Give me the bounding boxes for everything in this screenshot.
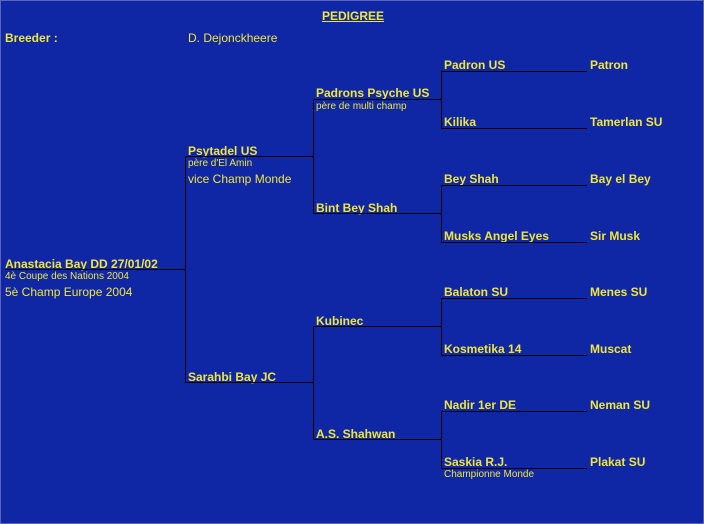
ggp-8-note: Championne Monde bbox=[444, 469, 535, 480]
ggp-2-underline bbox=[441, 128, 587, 129]
subject-note-1: 4è Coupe des Nations 2004 bbox=[5, 271, 129, 282]
subject-underline bbox=[5, 269, 185, 270]
ggp-2: Kilika bbox=[444, 115, 477, 129]
dam-sire-name: Kubinec bbox=[316, 314, 364, 328]
ggp-6: Kosmetika 14 bbox=[444, 342, 522, 356]
dam-underline bbox=[185, 382, 313, 383]
gen5-8: Plakat SU bbox=[590, 455, 646, 469]
ggp-7-underline bbox=[441, 411, 587, 412]
gen5-6: Muscat bbox=[590, 342, 632, 356]
gp1-bracket bbox=[441, 71, 442, 128]
gen5-2: Tamerlan SU bbox=[590, 115, 663, 129]
dam-dam-name: A.S. Shahwan bbox=[316, 427, 396, 441]
ggp-4: Musks Angel Eyes bbox=[444, 229, 549, 243]
sire-bracket bbox=[313, 99, 314, 214]
ggp-5: Balaton SU bbox=[444, 285, 509, 299]
gen5-3: Bay el Bey bbox=[590, 172, 651, 186]
gp2-bracket bbox=[441, 185, 442, 242]
ggp-8-underline bbox=[441, 468, 587, 469]
sire-underline bbox=[185, 156, 313, 157]
ggp-4-underline bbox=[441, 242, 587, 243]
gen1-bracket bbox=[185, 156, 186, 383]
sire-sire-note: père de multi champ bbox=[316, 101, 407, 112]
ggp-1: Padron US bbox=[444, 58, 506, 72]
sire-name: Psytadel US bbox=[188, 144, 258, 158]
sire-sire-name: Padrons Psyche US bbox=[316, 86, 430, 100]
ggp-8: Saskia R.J. bbox=[444, 455, 508, 469]
dam-bracket bbox=[313, 326, 314, 440]
dam-name: Sarahbi Bay JC bbox=[188, 370, 277, 384]
breeder-label: Breeder : bbox=[5, 31, 58, 45]
dam-sire-underline bbox=[313, 326, 441, 327]
ggp-6-underline bbox=[441, 355, 587, 356]
gen5-5: Menes SU bbox=[590, 285, 648, 299]
ggp-3: Bey Shah bbox=[444, 172, 499, 186]
ggp-5-underline bbox=[441, 298, 587, 299]
page-title: PEDIGREE bbox=[321, 9, 384, 23]
subject-name: Anastacia Bay DD 27/01/02 bbox=[5, 257, 158, 271]
gen5-7: Neman SU bbox=[590, 398, 651, 412]
breeder-name: D. Dejonckheere bbox=[188, 31, 278, 45]
sire-dam-underline bbox=[313, 213, 441, 214]
gen5-4: Sir Musk bbox=[590, 229, 641, 243]
gp3-bracket bbox=[441, 298, 442, 355]
sire-note-1: père d'El Amin bbox=[188, 158, 253, 169]
sire-dam-name: Bint Bey Shah bbox=[316, 201, 398, 215]
dam-dam-underline bbox=[313, 439, 441, 440]
ggp-3-underline bbox=[441, 185, 587, 186]
gen5-1: Patron bbox=[590, 58, 629, 72]
ggp-7: Nadir 1er DE bbox=[444, 398, 517, 412]
sire-note-2: vice Champ Monde bbox=[188, 172, 292, 186]
ggp-1-underline bbox=[441, 71, 587, 72]
subject-note-2: 5è Champ Europe 2004 bbox=[5, 285, 133, 299]
sire-sire-underline bbox=[313, 99, 441, 100]
gp4-bracket bbox=[441, 411, 442, 468]
